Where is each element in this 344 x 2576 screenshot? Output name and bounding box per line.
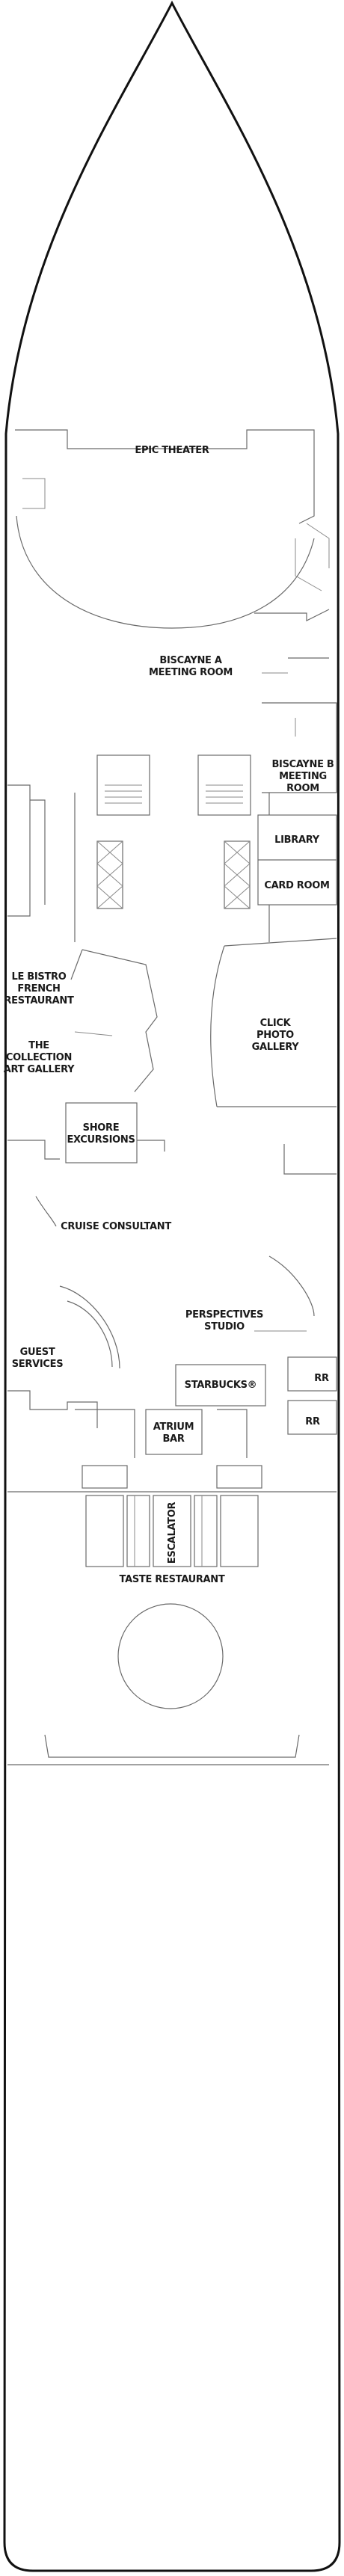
starbucks-area: STARBUCKS®	[175, 1364, 266, 1407]
restrooms-area: RR RR	[287, 1356, 337, 1435]
rr-label-2: RR	[305, 1416, 320, 1427]
taste-restaurant-area: TASTE RESTAURANT	[7, 1574, 329, 1765]
library-card-room-area: LIBRARY CARD ROOM	[257, 814, 337, 906]
epic-theater-label: EPIC THEATER	[135, 445, 209, 456]
starbucks-label: STARBUCKS®	[185, 1380, 257, 1391]
escalator-area: ESCALATOR	[85, 1495, 259, 1567]
central-core-top	[74, 754, 270, 942]
rr-label-1: RR	[314, 1373, 329, 1384]
cruise-consultant-area: CRUISE CONSULTANT	[35, 1144, 337, 1232]
card-room-label: CARD ROOM	[264, 880, 329, 891]
ship-hull	[3, 0, 341, 2572]
library-label: LIBRARY	[274, 834, 320, 846]
cruise-consultant-label: CRUISE CONSULTANT	[61, 1221, 171, 1232]
taste-label: TASTE RESTAURANT	[120, 1574, 225, 1585]
epic-theater-area: EPIC THEATER	[15, 429, 330, 629]
taste-round-dining	[117, 1603, 224, 1709]
escalator-label: ESCALATOR	[167, 1502, 178, 1564]
